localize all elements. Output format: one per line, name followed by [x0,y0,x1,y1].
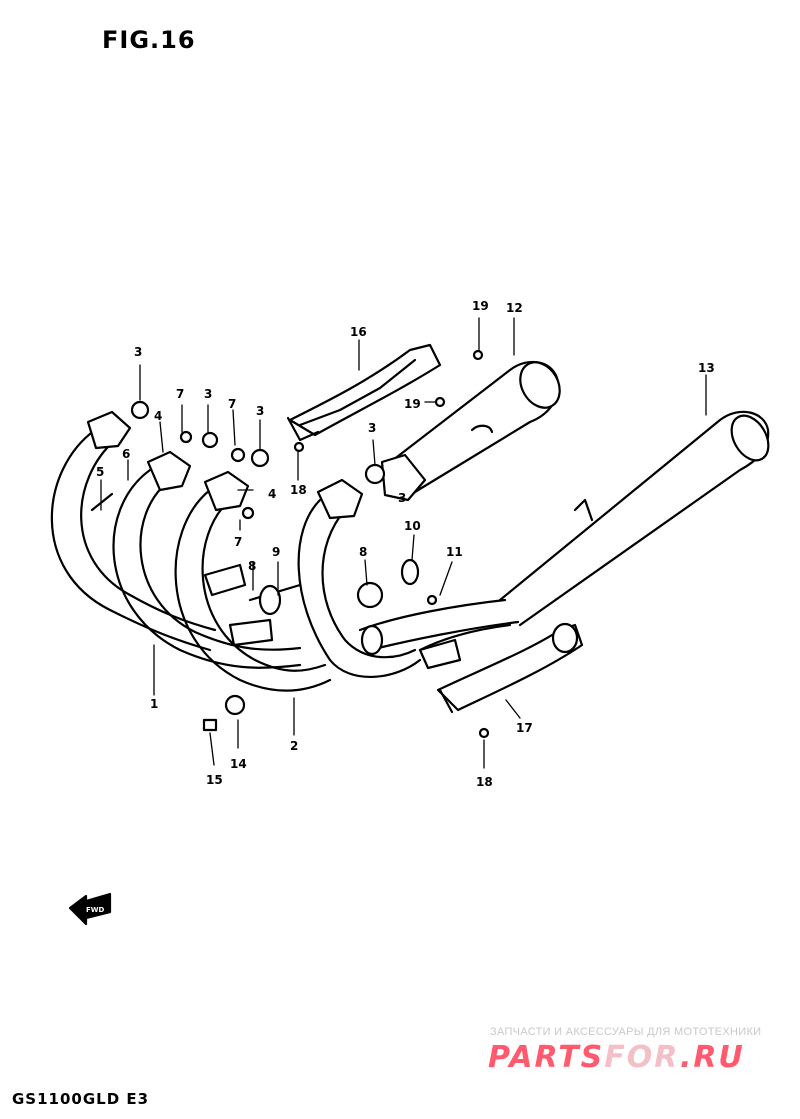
callout-17: 17 [516,721,533,735]
callout-6: 6 [122,447,130,461]
watermark-logo-parts: PARTS [488,1040,605,1075]
callout-14: 14 [230,757,247,771]
callout-16: 16 [350,325,367,339]
callout-5: 5 [96,465,104,479]
callout-7: 7 [228,397,236,411]
callout-13: 13 [698,361,715,375]
forward-arrow-icon [68,892,112,926]
callout-18: 18 [476,775,493,789]
callout-12: 12 [506,301,523,315]
watermark-logo-ru: .RU [679,1040,745,1075]
callout-15: 15 [206,773,223,787]
callout-labels: 1 2 3 3 3 3 3 4 4 5 6 7 7 7 8 8 9 10 11 … [96,299,715,789]
leader-lines [100,317,707,769]
callout-4: 4 [154,409,162,423]
exhaust-pipe-2b [297,478,422,679]
exhaust-pipe-1 [50,410,217,652]
callout-18: 18 [290,483,307,497]
callout-7: 7 [176,387,184,401]
muffler-12 [378,360,561,502]
callout-3: 3 [256,404,264,418]
crossover-tube [203,563,302,647]
callout-8: 8 [248,559,256,573]
callout-1: 1 [150,697,158,711]
callout-8: 8 [359,545,367,559]
callout-7: 7 [234,535,242,549]
watermark-logo-for: FOR [604,1040,680,1075]
model-code: GS1100GLD E3 [12,1090,150,1108]
callout-11: 11 [446,545,463,559]
callout-9: 9 [272,545,280,559]
exhaust-pipe-1b [112,450,302,669]
fwd-label: FWD [86,906,105,914]
callout-4: 4 [268,487,276,501]
heat-shield-16 [286,343,442,442]
heat-shield-17 [436,622,584,714]
muffler-13 [358,410,770,670]
callout-3: 3 [368,421,376,435]
watermark-logo: PARTSFOR.RU [488,1040,745,1075]
callout-19: 19 [472,299,489,313]
figure-title: FIG.16 [102,26,196,54]
callout-3: 3 [134,345,142,359]
gaskets [90,349,490,739]
callout-3: 3 [204,387,212,401]
callout-19: 19 [404,397,421,411]
watermark-tagline: ЗАПЧАСТИ И АКСЕССУАРЫ ДЛЯ МОТОТЕХНИКИ [490,1026,762,1038]
callout-3: 3 [398,491,406,505]
callout-2: 2 [290,739,298,753]
callout-10: 10 [404,519,421,533]
exhaust-pipe-2 [174,470,332,692]
